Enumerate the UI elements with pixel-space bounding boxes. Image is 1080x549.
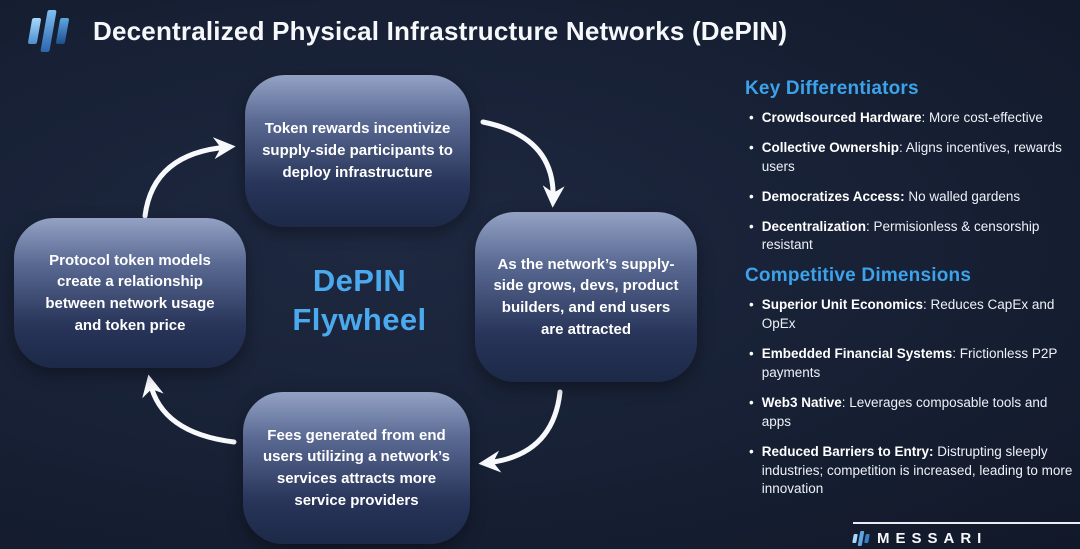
bullet-term: Superior Unit Economics [761, 297, 924, 313]
flywheel-arrow-left-to-top [142, 137, 236, 219]
messari-logo-icon [852, 531, 870, 547]
bullet-desc: No walled gardens [904, 188, 1021, 204]
flywheel-arrow-right-to-bottom [478, 389, 563, 473]
flywheel-node-bottom: Fees generated from end users utilizing … [243, 392, 470, 544]
messari-logo-icon [27, 8, 70, 54]
section-heading-key-differentiators: Key Differentiators [745, 78, 919, 99]
bullet-dot: • [749, 394, 754, 410]
flywheel-node-right: As the network’s supply-side grows, devs… [475, 212, 697, 382]
bullet-desc: : Frictionless P2P payments [761, 346, 1058, 381]
bullet-term: Reduced Barriers to Entry: [761, 443, 934, 459]
bullet-term: Collective Ownership [761, 139, 900, 155]
flywheel-center-line1: DePIN [312, 263, 407, 298]
bullet-desc: : Aligns incentives, rewards users [761, 139, 1062, 174]
bullet-desc: : Permisionless & censorship resistant [761, 218, 1040, 253]
bullet-desc: : Reduces CapEx and OpEx [761, 297, 1055, 332]
bullet-term: Embedded Financial Systems [761, 346, 953, 362]
flywheel-center-label: DePIN Flywheel [272, 262, 447, 340]
flywheel-node-left-text: Protocol token models create a relations… [45, 251, 215, 334]
bullet-dot: • [749, 188, 754, 204]
bullet-dot: • [749, 218, 754, 234]
bullet-dot: • [749, 346, 754, 362]
bullet-embedded-financial-systems: • Embedded Financial Systems: Frictionle… [745, 345, 1075, 383]
flywheel-node-left: Protocol token models create a relations… [14, 218, 246, 368]
logo-bar [852, 534, 858, 543]
bullet-desc: : Leverages composable tools and apps [761, 394, 1048, 429]
flywheel-arrow-top-to-right [480, 119, 565, 208]
bullet-dot: • [749, 139, 754, 155]
bullet-collective-ownership: • Collective Ownership: Aligns incentive… [745, 139, 1075, 177]
section-heading-competitive-dimensions: Competitive Dimensions [745, 265, 972, 287]
header: Decentralized Physical Infrastructure Ne… [27, 8, 788, 54]
bullet-decentralization: • Decentralization: Permisionless & cens… [745, 218, 1075, 256]
bullet-superior-unit-economics: • Superior Unit Economics: Reduces CapEx… [745, 296, 1075, 334]
flywheel-node-right-text: As the network’s supply-side grows, devs… [493, 255, 679, 338]
logo-bar [857, 531, 865, 546]
logo-bar [27, 18, 42, 44]
bullet-term: Decentralization [761, 218, 867, 234]
info-panel: Key Differentiators • Crowdsourced Hardw… [745, 78, 1075, 509]
bullet-dot: • [749, 443, 754, 459]
flywheel-node-top-text: Token rewards incentivize supply-side pa… [262, 120, 453, 181]
section-key-differentiators: Key Differentiators • Crowdsourced Hardw… [745, 78, 1075, 255]
bullet-dot: • [749, 297, 754, 313]
logo-bar [40, 10, 57, 52]
bullet-web3-native: • Web3 Native: Leverages composable tool… [745, 394, 1075, 432]
logo-bar [55, 18, 70, 44]
bullet-term: Democratizes Access: [761, 188, 905, 204]
page-title: Decentralized Physical Infrastructure Ne… [93, 15, 788, 46]
bullet-reduced-barriers: • Reduced Barriers to Entry: Distrupting… [745, 443, 1075, 500]
messari-wordmark: MESSARI [877, 530, 988, 547]
bullet-desc: Distrupting sleeply industries; competit… [761, 443, 1073, 497]
flywheel-node-top: Token rewards incentivize supply-side pa… [245, 75, 470, 227]
flywheel-center-line2: Flywheel [292, 301, 427, 337]
bullet-term: Crowdsourced Hardware [761, 110, 922, 125]
footer-brand-block: MESSARI [852, 522, 1080, 547]
flywheel-arrow-bottom-to-left [142, 374, 237, 445]
bullet-desc: : More cost-effective [921, 110, 1043, 125]
footer-divider [853, 522, 1080, 524]
bullet-dot: • [749, 110, 754, 125]
bullet-term: Web3 Native [761, 394, 842, 410]
bullet-democratizes-access: • Democratizes Access: No walled gardens [745, 188, 1075, 207]
bullet-crowdsourced-hardware: • Crowdsourced Hardware: More cost-effec… [745, 109, 1075, 128]
flywheel-node-bottom-text: Fees generated from end users utilizing … [263, 426, 450, 509]
logo-bar [864, 534, 870, 543]
section-competitive-dimensions: Competitive Dimensions • Superior Unit E… [745, 265, 1075, 499]
